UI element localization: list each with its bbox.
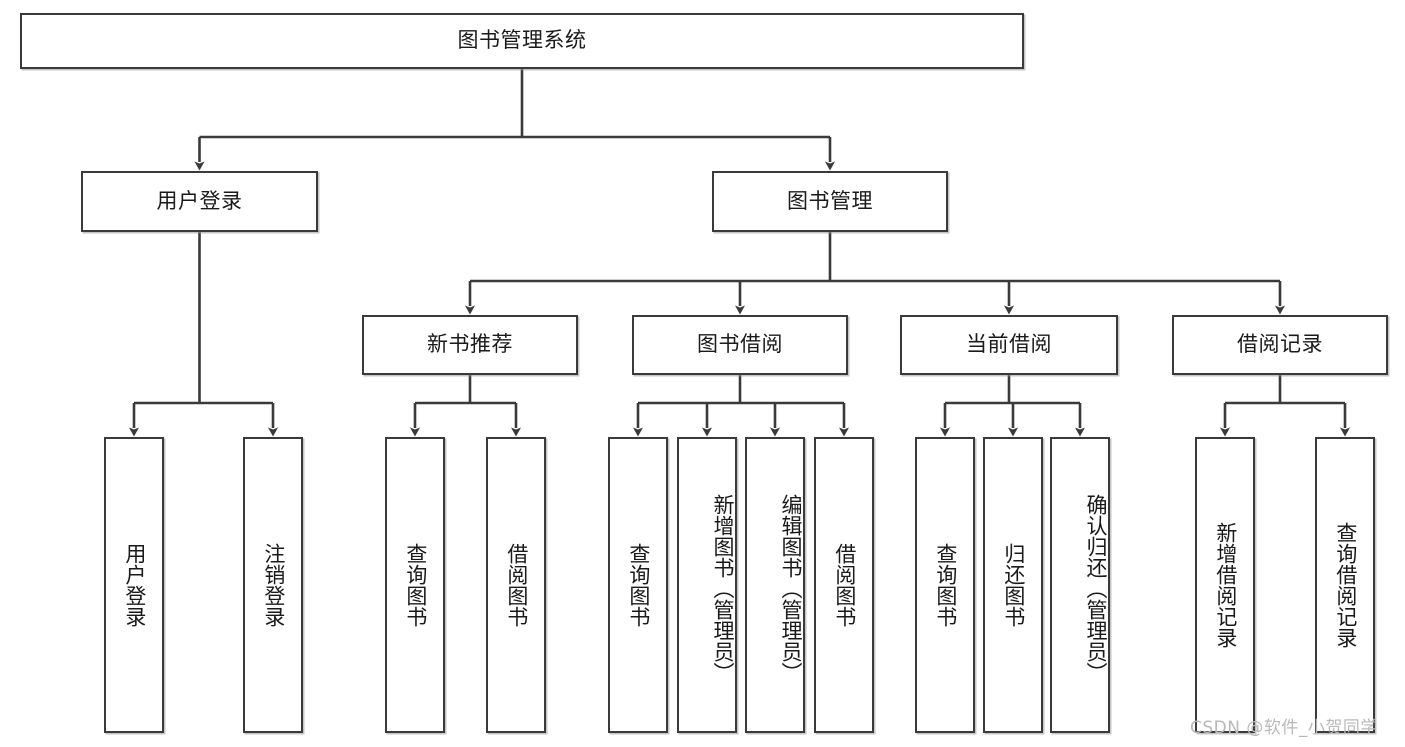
node-leaf-confirm-return[interactable]: 确认归还（管理员）: [1050, 437, 1110, 733]
node-label-leaf-query-book-bb: 查询图书: [626, 543, 651, 627]
node-leaf-query-book-rec[interactable]: 查询图书: [385, 437, 445, 733]
node-borrow-record[interactable]: 借阅记录: [1172, 315, 1388, 375]
node-book-manage[interactable]: 图书管理: [712, 171, 948, 232]
node-leaf-add-book[interactable]: 新增图书（管理员）: [677, 437, 737, 733]
node-root[interactable]: 图书管理系统: [20, 13, 1024, 69]
node-new-book-recommend[interactable]: 新书推荐: [362, 315, 578, 375]
node-label-leaf-edit-book: 编辑图书（管理员）: [779, 493, 803, 683]
node-book-borrow[interactable]: 图书借阅: [632, 315, 848, 375]
node-label-user-login: 用户登录: [156, 188, 243, 213]
node-label-leaf-user-login: 用户登录: [122, 543, 147, 627]
node-label-book-manage: 图书管理: [787, 188, 873, 213]
node-label-leaf-add-record: 新增借阅记录: [1213, 522, 1238, 648]
node-label-leaf-query-record: 查询借阅记录: [1333, 522, 1358, 648]
node-label-leaf-query-book-rec: 查询图书: [403, 543, 428, 627]
node-label-leaf-borrow-book-bb: 借阅图书: [832, 543, 857, 627]
node-label-book-borrow: 图书借阅: [697, 332, 783, 357]
node-label-leaf-logout: 注销登录: [261, 543, 286, 627]
node-label-borrow-record: 借阅记录: [1237, 332, 1323, 357]
node-label-leaf-return-book: 归还图书: [1001, 543, 1026, 627]
node-leaf-borrow-book-rec[interactable]: 借阅图书: [486, 437, 546, 733]
node-leaf-borrow-book-bb[interactable]: 借阅图书: [814, 437, 874, 733]
node-leaf-query-book-cb[interactable]: 查询图书: [915, 437, 975, 733]
node-leaf-query-book-bb[interactable]: 查询图书: [608, 437, 668, 733]
node-label-leaf-borrow-book-rec: 借阅图书: [504, 543, 529, 627]
node-leaf-edit-book[interactable]: 编辑图书（管理员）: [745, 437, 805, 733]
node-current-borrow[interactable]: 当前借阅: [900, 315, 1118, 375]
node-label-current-borrow: 当前借阅: [966, 332, 1052, 357]
node-leaf-logout[interactable]: 注销登录: [243, 437, 303, 733]
node-label-leaf-add-book: 新增图书（管理员）: [711, 493, 735, 683]
watermark-text: CSDN @软件_小贺同学: [1190, 718, 1378, 738]
node-leaf-add-record[interactable]: 新增借阅记录: [1195, 437, 1255, 733]
node-label-leaf-confirm-return: 确认归还（管理员）: [1084, 493, 1108, 683]
node-leaf-user-login[interactable]: 用户登录: [104, 437, 164, 733]
node-label-leaf-query-book-cb: 查询图书: [933, 543, 958, 627]
node-label-root: 图书管理系统: [457, 28, 587, 53]
node-leaf-return-book[interactable]: 归还图书: [983, 437, 1043, 733]
node-leaf-query-record[interactable]: 查询借阅记录: [1315, 437, 1375, 733]
node-label-new-book-recommend: 新书推荐: [427, 332, 513, 357]
node-user-login[interactable]: 用户登录: [81, 171, 318, 232]
